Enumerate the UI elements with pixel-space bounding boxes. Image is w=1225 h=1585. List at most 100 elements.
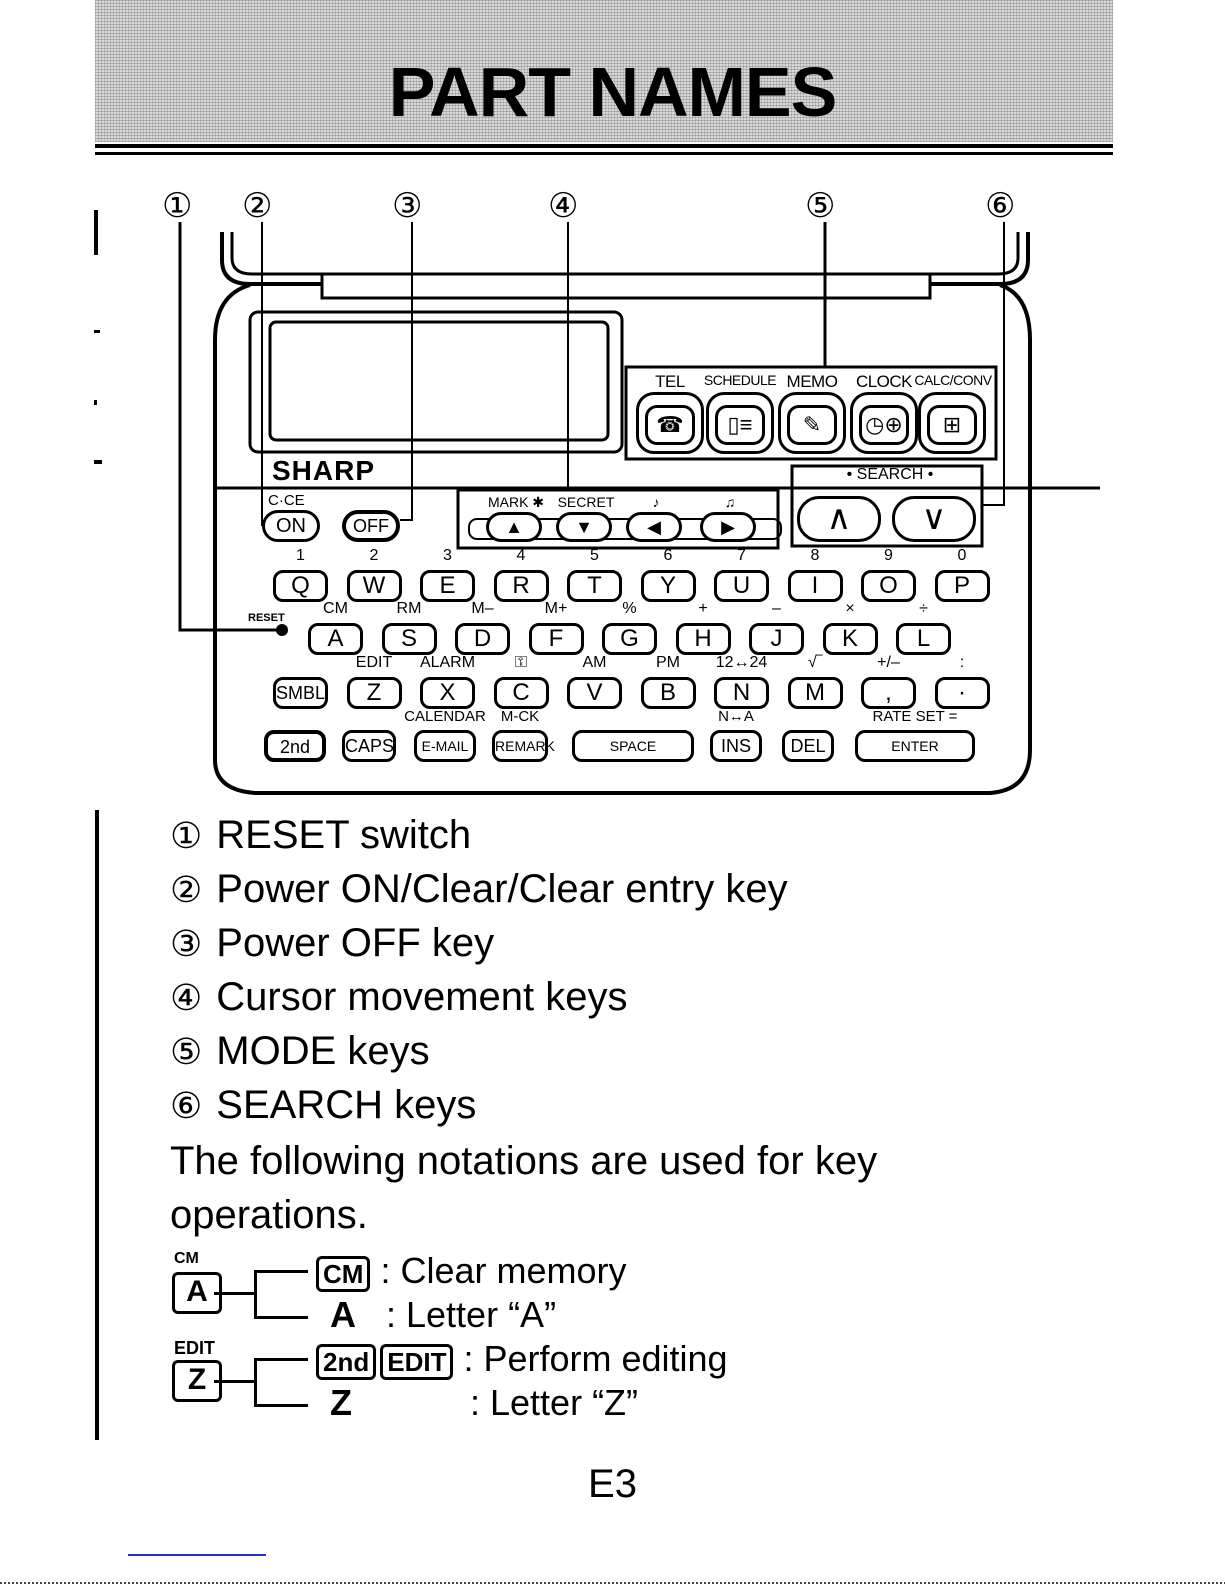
key-p[interactable]: P <box>934 570 990 602</box>
margin-mark <box>94 330 100 333</box>
key-w[interactable]: W <box>346 570 402 602</box>
cursor-down-key[interactable]: ▼ <box>556 512 612 542</box>
mode-key-calc-conv[interactable]: ⊞ <box>918 392 986 454</box>
footer-link[interactable] <box>128 1554 266 1556</box>
key-enter[interactable]: ENTER <box>855 730 975 762</box>
device-body-outline <box>213 283 1032 795</box>
hinge-outline-inner <box>230 232 1020 276</box>
key-m[interactable]: M <box>787 677 843 709</box>
key-2nd[interactable]: 2nd <box>264 730 326 762</box>
letter: A <box>330 1294 356 1335</box>
key-y[interactable]: Y <box>640 570 696 602</box>
key-smbl[interactable]: SMBL <box>273 677 328 709</box>
key-comma[interactable]: , <box>861 677 916 709</box>
key-function-label: CALENDAR <box>404 708 486 725</box>
search-up-key[interactable]: ∧ <box>797 496 881 542</box>
key-function-label: EDIT <box>355 654 393 671</box>
margin-mark <box>94 400 97 405</box>
notation-description: : Perform editing <box>463 1338 728 1379</box>
key-c[interactable]: C <box>493 677 549 709</box>
notation-function-label: EDIT <box>174 1338 216 1358</box>
key-b[interactable]: B <box>640 677 696 709</box>
notation-plain-letter: A: Letter “A” <box>330 1294 556 1336</box>
search-label: • SEARCH • <box>846 466 934 483</box>
key-s[interactable]: S <box>381 623 437 655</box>
key-space[interactable]: SPACE <box>572 730 694 762</box>
key-i[interactable]: I <box>787 570 843 602</box>
cursor-key-function-label: SECRET <box>557 494 615 510</box>
notation-intro: The following notations are used for key… <box>170 1139 878 1237</box>
key-function-label: 12↔24 <box>715 654 768 671</box>
cursor-up-key[interactable]: ▲ <box>486 512 542 542</box>
key-k[interactable]: K <box>822 623 878 655</box>
arrow-right-icon: ▶ <box>721 517 735 537</box>
arrow-right-icon <box>254 1316 308 1319</box>
key-z[interactable]: Z <box>346 677 402 709</box>
key-function-label: 6 <box>663 547 673 564</box>
key-g[interactable]: G <box>602 623 657 655</box>
key-q[interactable]: Q <box>273 570 328 602</box>
key-x[interactable]: X <box>420 677 475 709</box>
legend-number: ④ <box>170 977 203 1018</box>
key-function-label: 9 <box>884 547 893 564</box>
leader-line-1 <box>178 222 280 632</box>
notation-description: : Clear memory <box>380 1250 627 1291</box>
mode-key-label: CLOCK <box>855 372 913 391</box>
calculator-icon: ⊞ <box>927 405 977 445</box>
key-a[interactable]: A <box>308 623 363 655</box>
key-del[interactable]: DEL <box>782 730 834 762</box>
key-t[interactable]: T <box>567 570 622 602</box>
legend-number: ① <box>170 815 203 856</box>
mode-key-schedule[interactable]: ▯≡ <box>706 392 774 454</box>
key-function-label: 0 <box>957 547 967 564</box>
key-remark[interactable]: REMARK <box>492 730 555 762</box>
connector-branch <box>254 1360 257 1406</box>
clock-globe-icon: ◷⊕ <box>859 405 909 445</box>
arrow-down-icon: ▼ <box>575 517 593 537</box>
reset-switch-dot <box>276 624 288 636</box>
key-d[interactable]: D <box>455 623 510 655</box>
cursor-left-key[interactable]: ◀ <box>626 512 682 542</box>
key-f[interactable]: F <box>528 623 584 655</box>
key-h[interactable]: H <box>675 623 731 655</box>
key-j[interactable]: J <box>749 623 804 655</box>
notation-description: : Letter “Z” <box>470 1382 639 1423</box>
key-l[interactable]: L <box>896 623 951 655</box>
search-down-key[interactable]: ∨ <box>892 496 976 542</box>
callout-1: ① <box>162 187 193 225</box>
cursor-right-key[interactable]: ▶ <box>700 512 756 542</box>
key-caps[interactable]: CAPS <box>342 730 396 762</box>
key-u[interactable]: U <box>714 570 769 602</box>
key-email[interactable]: E-MAIL <box>414 730 476 762</box>
connector-branch <box>254 1272 257 1318</box>
key-box: CM <box>316 1256 371 1292</box>
legend-text: Power OFF key <box>216 921 495 965</box>
legend-text: MODE keys <box>216 1029 430 1073</box>
chevron-up-icon: ∧ <box>826 499 852 537</box>
key-n[interactable]: N <box>714 677 769 709</box>
key-ins[interactable]: INS <box>710 730 762 762</box>
key-function-label: RATE SET = <box>872 708 958 725</box>
legend-text: Power ON/Clear/Clear entry key <box>216 867 788 911</box>
mode-key-memo[interactable]: ✎ <box>778 392 846 454</box>
key-o[interactable]: O <box>861 570 916 602</box>
on-key[interactable]: ON <box>262 510 320 542</box>
key-r[interactable]: R <box>493 570 549 602</box>
key-function-label: M-CK <box>500 708 540 725</box>
mode-key-tel[interactable]: ☎ <box>636 392 704 454</box>
callout-4: ④ <box>548 187 579 225</box>
memo-pen-icon: ✎ <box>787 405 837 445</box>
mode-key-clock[interactable]: ◷⊕ <box>850 392 918 454</box>
key-function-label: 3 <box>443 547 452 564</box>
arrow-right-icon <box>254 1404 308 1407</box>
key-e[interactable]: E <box>420 570 475 602</box>
key-v[interactable]: V <box>567 677 622 709</box>
key-function-label: 1 <box>296 547 305 564</box>
on-function-label: C·CE <box>268 492 305 509</box>
key-period[interactable]: · <box>934 677 990 709</box>
telephone-icon: ☎ <box>645 405 695 445</box>
off-key[interactable]: OFF <box>342 510 400 542</box>
